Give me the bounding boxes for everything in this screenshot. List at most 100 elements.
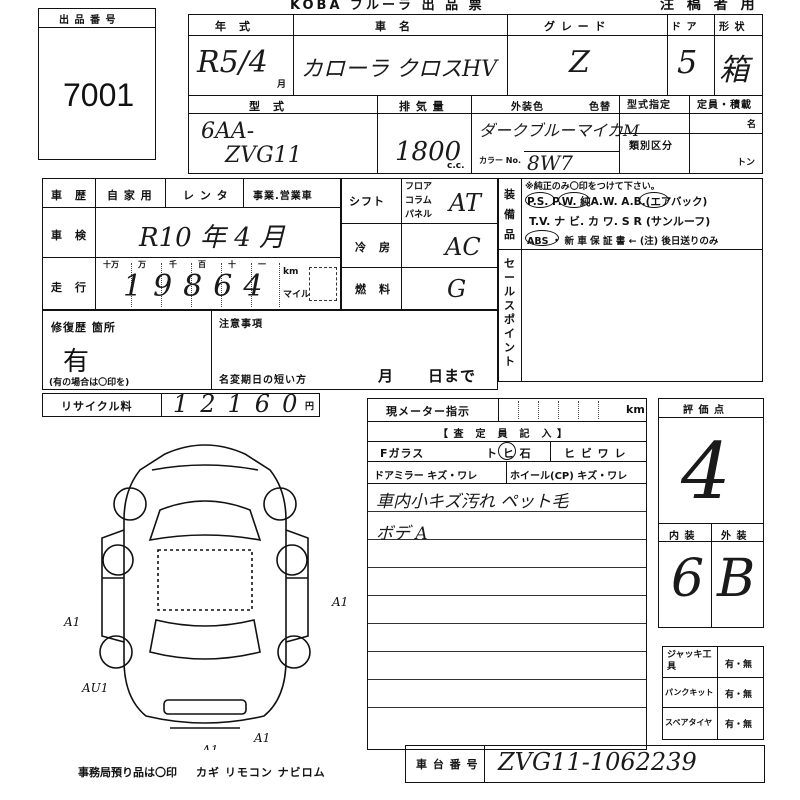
color-value: ダークブルーマイカM <box>479 121 640 140</box>
jack-label: ジャッキ工具 <box>667 650 712 672</box>
cc-unit: c.c. <box>447 161 465 171</box>
shift-option-floor: フロア <box>405 182 433 192</box>
damage-mark-rear-right: A1 <box>253 731 270 745</box>
shape-value: 箱 <box>719 53 749 88</box>
exterior-label: 外 装 <box>721 531 748 542</box>
designation-label: 型式指定 <box>627 100 671 111</box>
header-corner: 注 稿 者 用 <box>660 0 759 13</box>
puncture-yes-no: 有・無 <box>725 690 753 700</box>
crack-label: ヒ ビ ワ レ <box>564 447 627 460</box>
inspector-note-2: ボデ A <box>376 524 428 544</box>
model-value-2: ZVG11 <box>225 143 302 168</box>
category-label: 類別区分 <box>629 141 673 152</box>
spare-label: スペアタイヤ <box>665 718 713 727</box>
km-unit: km <box>283 267 299 277</box>
recycle-value: 12160 <box>173 390 310 418</box>
color-code-value: 8W7 <box>527 151 574 175</box>
mileage-value: 19864 <box>123 269 274 304</box>
ac-label: 冷 房 <box>355 241 391 254</box>
jack-yes-no: 有・無 <box>725 660 753 670</box>
chassis-label: 車 台 番 号 <box>416 758 479 771</box>
spec-table: シフト フロア コラム パネル AT 冷 房 AC 燃 料 G <box>340 178 498 310</box>
mileage-digit-1: 十万 <box>103 260 119 269</box>
tons-unit: トン <box>737 158 756 168</box>
recycle-unit: 円 <box>305 402 315 412</box>
mileage-digit-5: 十 <box>228 260 236 269</box>
mirror-label: ドアミラー キズ・ワレ <box>374 471 478 482</box>
history-commercial: 事業.営業車 <box>253 191 313 202</box>
repair-label: 修復歴 箇所 <box>51 321 116 334</box>
header-title: KOBA ブルーラ 出 品 票 <box>290 0 485 13</box>
color-no-label: 色替 <box>589 102 611 113</box>
damage-mark-rear-left: AU1 <box>81 681 108 695</box>
color-code-label: カラー No. <box>479 156 522 165</box>
ac-value: AC <box>445 233 481 261</box>
glass-label: Fガラス <box>380 447 425 460</box>
recycle-label: リサイクル料 <box>61 400 133 413</box>
shape-label: 形 状 <box>719 22 746 33</box>
sales-point-label: セールスポイント <box>504 257 515 368</box>
name-change-label: 名変期日の短い方 <box>219 375 307 386</box>
equipment-row2: T.V. ナ ビ. カ ワ. S R (サンルーフ) <box>529 215 711 228</box>
fuel-value: G <box>447 275 467 303</box>
caution-label: 注意事項 <box>219 319 263 330</box>
history-rental: レ ン タ <box>183 189 229 202</box>
grade-label: グ レ ー ド <box>544 20 607 33</box>
history-table: 車 歴 自 家 用 レ ン タ 事業.営業車 車 検 R10 年 4 月 走 行… <box>42 178 342 310</box>
tools-box: ジャッキ工具 有・無 パンクキット 有・無 スペアタイヤ 有・無 <box>662 646 764 740</box>
repair-value: 有 <box>63 347 90 377</box>
persons-unit: 名 <box>747 120 757 130</box>
office-items: カギ リモコン ナビロム <box>196 766 326 779</box>
recycle-box: リサイクル料 12160 円 <box>42 390 320 418</box>
vehicle-table: 年 式 車 名 グ レ ー ド ド ア 形 状 R5/4 月 カローラ クロスH… <box>188 14 763 175</box>
year-value: R5/4 <box>197 45 268 80</box>
name-value: カローラ クロスHV <box>301 57 498 82</box>
lot-number: 7001 <box>63 77 135 113</box>
mileage-digit-6: 一 <box>258 260 266 269</box>
meter-label: 現メーター指示 <box>386 405 470 418</box>
lot-label: 出 品 番 号 <box>59 15 117 26</box>
inspection-value: R10 年 4 月 <box>139 223 285 253</box>
year-label: 年 式 <box>215 20 251 33</box>
shift-option-column: コラム <box>405 196 432 206</box>
spare-yes-no: 有・無 <box>725 720 753 730</box>
wheel-label: ホイール(CP) キズ・ワレ <box>510 471 628 482</box>
exterior-value: B <box>717 549 756 609</box>
chassis-box: 車 台 番 号 ZVG11-1062239 <box>405 745 765 783</box>
damage-mark-left: A1 <box>63 615 80 629</box>
equipment-row3: ABS ・ 新 車 保 証 書 ← (注) 後日送りのみ <box>527 236 719 247</box>
repair-note: (有の場合は〇印を) <box>49 378 130 388</box>
displacement-value: 1800 <box>395 137 462 167</box>
equipment-box: 装 備 品 ※純正のみ〇印をつけて下さい。 P.S. P.W. 純A.W. A.… <box>498 178 763 382</box>
displacement-label: 排 気 量 <box>399 100 445 113</box>
month-unit: 月 <box>277 80 287 90</box>
lot-box: 出 品 番 号 7001 <box>38 8 156 160</box>
mile-checkbox[interactable] <box>309 267 337 301</box>
color-label: 外装色 <box>511 102 544 113</box>
mile-unit: マイル <box>283 290 311 300</box>
equipment-label: 装 備 品 <box>504 188 515 241</box>
car-diagram: A1 A1 AU1 A1 A1 <box>63 444 348 750</box>
interior-value: 6 <box>671 549 705 609</box>
doors-label: ド ア <box>671 22 698 33</box>
shift-value: AT <box>449 189 482 217</box>
shift-label: シフト <box>349 195 385 208</box>
history-private: 自 家 用 <box>107 189 153 202</box>
mileage-digit-3: 千 <box>169 260 177 269</box>
interior-label: 内 装 <box>669 531 696 542</box>
rating-box: 評 価 点 4 内 装 外 装 6 B <box>658 398 764 628</box>
mileage-label: 走 行 <box>51 281 87 294</box>
fuel-label: 燃 料 <box>355 283 391 296</box>
name-label: 車 名 <box>375 20 411 33</box>
inspector-note-1: 車内小キズ汚れ ペット毛 <box>376 492 569 512</box>
mileage-digit-4: 百 <box>198 260 206 269</box>
mileage-digit-2: 万 <box>138 260 146 269</box>
history-label: 車 歴 <box>51 189 87 202</box>
equipment-note: ※純正のみ〇印をつけて下さい。 <box>525 182 660 192</box>
chassis-value: ZVG11-1062239 <box>498 748 697 776</box>
shift-option-panel: パネル <box>405 210 433 220</box>
office-label: 事務局預り品は〇印 <box>78 766 177 779</box>
puncture-label: パンクキット <box>665 688 714 697</box>
meter-unit: km <box>626 403 645 416</box>
repair-box: 修復歴 箇所 有 (有の場合は〇印を) 注意事項 名変期日の短い方 月 日まで <box>42 310 498 390</box>
